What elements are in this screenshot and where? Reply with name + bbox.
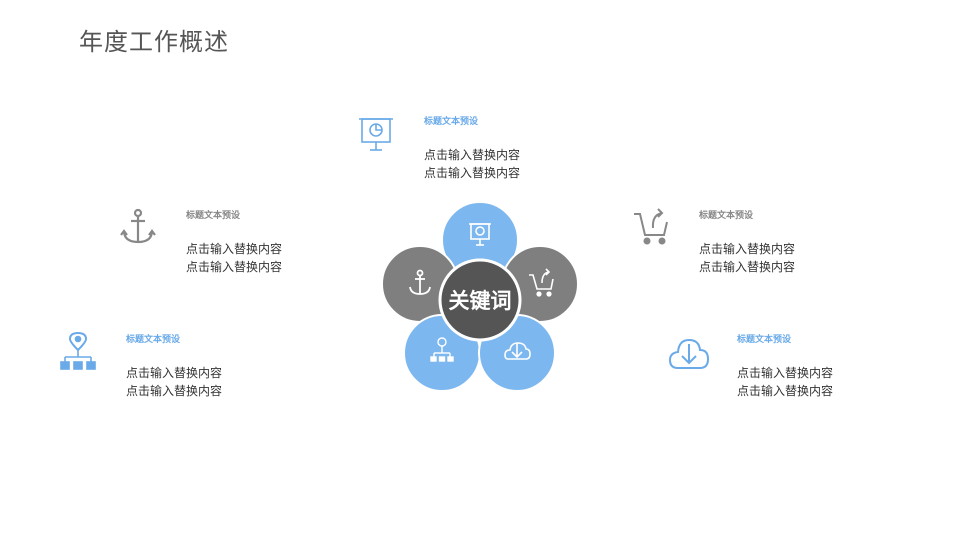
block-line: 点击输入替换内容 [424,148,521,162]
center-keyword: 关键词 [449,289,512,313]
text-block-presentation: 标题文本预设 点击输入替换内容 点击输入替换内容 [424,116,520,182]
text-block-cart: 标题文本预设 点击输入替换内容 点击输入替换内容 [699,210,795,276]
presentation-board-icon [359,118,393,151]
block-line: 点击输入替换内容 [186,260,283,274]
block-line: 点击输入替换内容 [699,242,796,256]
text-block-download: 标题文本预设 点击输入替换内容 点击输入替换内容 [737,334,833,400]
block-line: 点击输入替换内容 [699,260,796,274]
block-line: 点击输入替换内容 [126,366,223,380]
anchor-icon [120,208,156,244]
cloud-download-icon [504,342,531,360]
block-line: 点击输入替换内容 [737,384,834,398]
block-heading: 标题文本预设 [699,211,754,221]
presentation-board-icon [469,223,491,246]
block-line: 点击输入替换内容 [737,366,834,380]
block-heading: 标题文本预设 [424,117,479,127]
anchor-icon [409,269,431,295]
location-org-icon [60,332,96,370]
cart-return-icon [634,208,668,245]
text-block-org: 标题文本预设 点击输入替换内容 点击输入替换内容 [126,334,222,400]
block-line: 点击输入替换内容 [126,384,223,398]
cloud-download-icon [668,338,710,369]
block-line: 点击输入替换内容 [424,166,521,180]
text-block-anchor: 标题文本预设 点击输入替换内容 点击输入替换内容 [186,210,282,276]
block-heading: 标题文本预设 [737,335,792,345]
block-heading: 标题文本预设 [126,335,181,345]
center-circle [438,258,522,342]
block-line: 点击输入替换内容 [186,242,283,256]
location-org-icon [430,337,454,362]
page-title: 年度工作概述 [79,28,229,56]
block-heading: 标题文本预设 [186,211,241,221]
cart-return-icon [529,268,554,297]
